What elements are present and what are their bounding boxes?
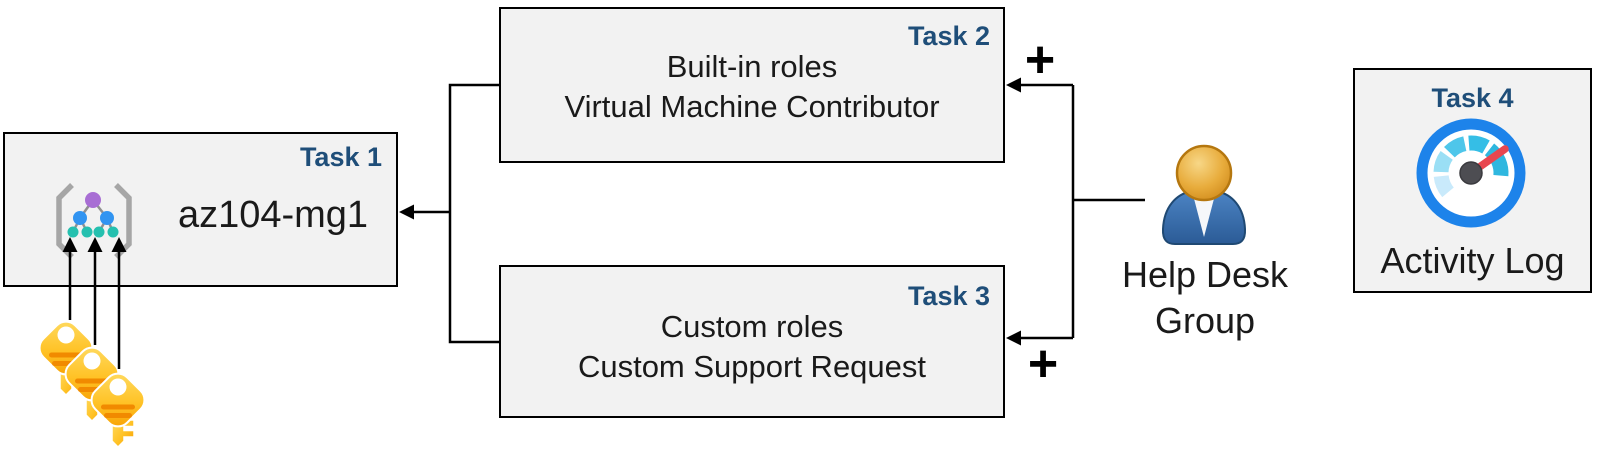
task4-caption: Activity Log <box>1380 240 1565 281</box>
activity-log-gauge-icon <box>1416 118 1526 228</box>
user-icon <box>1161 144 1247 245</box>
mg-node-purple <box>85 192 101 208</box>
task1-badge: Task 1 <box>299 142 382 172</box>
plus-icon-task2: + <box>1024 31 1056 89</box>
task3-line1: Custom roles <box>660 309 844 344</box>
task2-badge: Task 2 <box>907 21 990 51</box>
mg-node-teal <box>93 226 105 238</box>
help-desk-group-label: Help Desk Group <box>1095 252 1315 344</box>
help-desk-group-label-line2: Group <box>1154 300 1256 341</box>
task3-badge: Task 3 <box>907 281 990 311</box>
task4-box: Task 4 Activity Log <box>1353 68 1592 293</box>
task1-title: az104-mg1 <box>177 194 369 236</box>
task2-box: Task 2 Built-in roles Virtual Machine Co… <box>499 7 1005 163</box>
arrowhead-task1 <box>399 204 414 220</box>
mg-node-teal <box>107 226 119 238</box>
mg-node-teal <box>81 226 93 238</box>
gauge-segments <box>1433 135 1509 198</box>
help-desk-group-label-line1: Help Desk <box>1121 254 1289 295</box>
mg-node-blue <box>73 211 87 225</box>
task4-badge: Task 4 <box>1431 83 1514 113</box>
task2-line1: Built-in roles <box>666 49 838 84</box>
connector-bracket-left <box>448 83 499 344</box>
management-group-icon <box>56 183 132 259</box>
user-collar <box>1192 191 1216 237</box>
keys-icon <box>38 320 146 449</box>
plus-icon-task3: + <box>1027 335 1059 393</box>
gauge-hub <box>1459 161 1483 185</box>
key-icon <box>90 372 146 449</box>
task3-box: Task 3 Custom roles Custom Support Reque… <box>499 265 1005 418</box>
mg-node-blue <box>100 211 114 225</box>
user-head <box>1175 144 1233 202</box>
task3-line2: Custom Support Request <box>577 349 927 384</box>
task2-line2: Virtual Machine Contributor <box>564 89 940 124</box>
mg-node-teal <box>67 226 79 238</box>
